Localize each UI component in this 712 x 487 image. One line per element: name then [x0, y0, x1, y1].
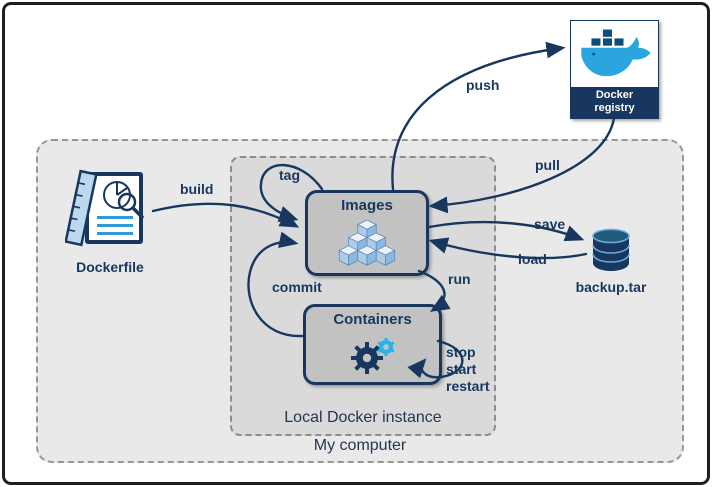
- start-label: start: [446, 361, 477, 377]
- backup-tar-label: backup.tar: [575, 279, 647, 295]
- my-computer-label: My computer: [313, 437, 407, 454]
- containers-node: Containers: [303, 304, 442, 385]
- registry-label-line1: Docker: [595, 88, 634, 101]
- docker-whale-icon: [571, 21, 658, 87]
- docker-registry-node: Docker registry: [570, 20, 659, 119]
- pull-label: pull: [535, 157, 560, 173]
- save-label: save: [534, 216, 566, 232]
- dockerfile-node: Dockerfile: [62, 168, 158, 278]
- images-node: Images: [305, 190, 429, 276]
- local-docker-instance-label: Local Docker instance: [284, 409, 442, 426]
- backup-tar-node: backup.tar: [565, 226, 657, 295]
- build-label: build: [180, 181, 214, 197]
- dockerfile-icon: [64, 169, 144, 247]
- registry-label-line2: registry: [594, 101, 635, 114]
- images-title: Images: [341, 197, 393, 214]
- cubes-icon: [336, 214, 398, 273]
- registry-caption: Docker registry: [571, 86, 658, 118]
- load-label: load: [518, 251, 547, 267]
- dockerfile-label: Dockerfile: [76, 259, 144, 275]
- tag-label: tag: [279, 167, 300, 183]
- containers-title: Containers: [333, 311, 412, 328]
- gears-icon: [345, 328, 401, 382]
- commit-label: commit: [272, 279, 322, 295]
- run-label: run: [448, 271, 471, 287]
- database-icon: [592, 228, 630, 271]
- push-label: push: [466, 77, 500, 93]
- restart-label: restart: [446, 378, 490, 394]
- stop-label: stop: [446, 344, 476, 360]
- stop-start-restart-label: stop start restart: [446, 344, 490, 395]
